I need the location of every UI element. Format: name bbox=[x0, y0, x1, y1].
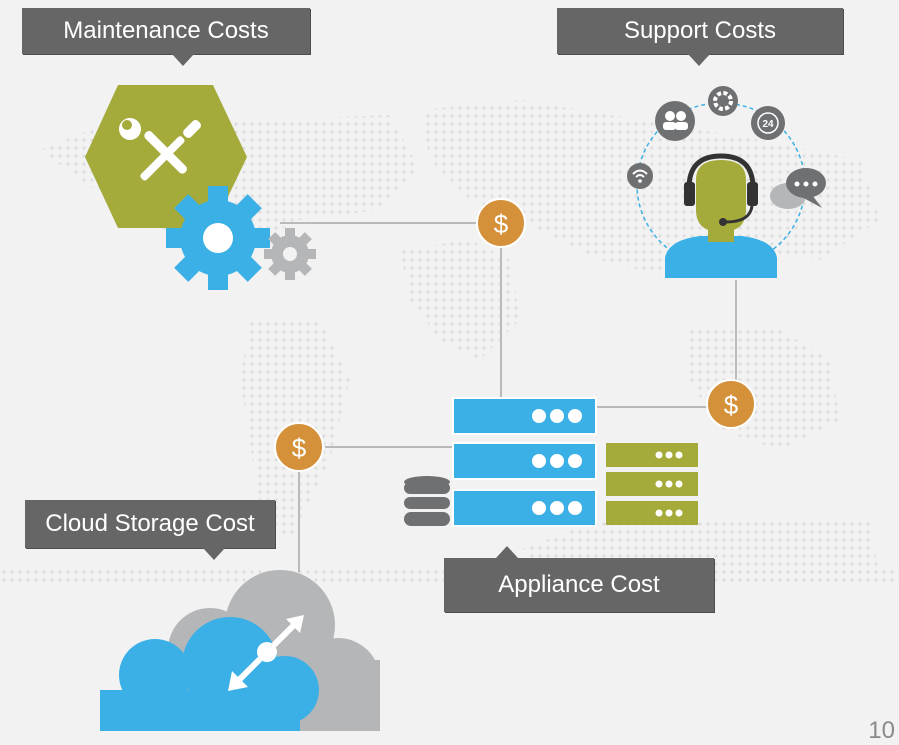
cost-symbol: $ bbox=[724, 390, 739, 420]
connector-lines bbox=[280, 222, 737, 572]
cost-coin: $ bbox=[706, 379, 756, 429]
page-number: 10 bbox=[868, 717, 895, 744]
support-icon: 24 bbox=[627, 86, 826, 278]
cloud-storage-cost-label: Cloud Storage Cost bbox=[25, 500, 275, 560]
wifi-icon bbox=[627, 163, 653, 189]
server-icon bbox=[452, 397, 597, 527]
gear-icon bbox=[166, 186, 316, 290]
server-unit bbox=[452, 397, 597, 435]
support-costs-label: Support Costs bbox=[557, 8, 843, 66]
maintenance-icon bbox=[85, 85, 316, 290]
expand-arrows-icon bbox=[228, 615, 304, 691]
users-icon bbox=[655, 101, 695, 141]
screwdriver-icon bbox=[140, 120, 201, 181]
cost-coin: $ bbox=[274, 422, 324, 472]
chat-icon bbox=[770, 168, 826, 209]
cost-symbol: $ bbox=[292, 433, 307, 463]
headset-person-icon bbox=[665, 153, 777, 278]
lifebuoy-icon bbox=[708, 86, 738, 116]
server-unit bbox=[452, 442, 597, 480]
server-unit bbox=[452, 489, 597, 527]
24-hour-icon: 24 bbox=[751, 106, 785, 140]
cost-symbol: $ bbox=[494, 209, 509, 239]
database-icon bbox=[404, 476, 450, 526]
appliance-cost-label: Appliance Cost bbox=[444, 546, 714, 612]
maintenance-costs-label: Maintenance Costs bbox=[22, 8, 310, 66]
cloud-icon bbox=[100, 570, 380, 731]
support-badge-text: 24 bbox=[762, 119, 774, 130]
storage-server-icon bbox=[606, 443, 698, 525]
cost-coin: $ bbox=[476, 198, 526, 248]
